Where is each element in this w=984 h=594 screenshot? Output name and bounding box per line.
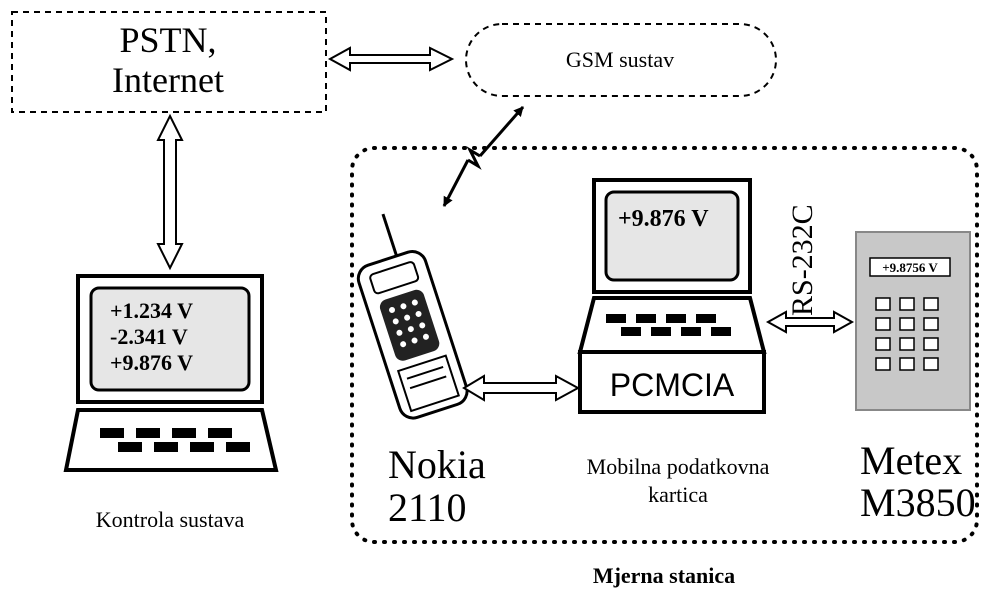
control-reading-3: +9.876 V [110,350,193,375]
nokia-phone [356,213,469,420]
control-reading-1: +1.234 V [110,298,193,323]
wireless-zigzag [466,146,482,170]
control-keyboard-keys [100,428,250,452]
card-label-line1: Mobilna podatkovna [587,454,770,479]
laptop-metex-arrow [765,310,855,334]
wireless-link-upper [478,106,525,157]
phone-antenna [381,213,398,257]
nokia-pcmcia-arrow [462,374,581,402]
card-label-line2: kartica [648,482,708,507]
pstn-gsm-arrow [327,46,455,72]
metex-reading: +9.8756 V [882,260,938,275]
metex-display [869,257,951,277]
wireless-link-lower [442,159,470,207]
control-laptop-screen [89,286,251,392]
pstn-internet-box [11,11,327,113]
control-laptop-keyboard [63,408,279,472]
mobile-laptop-keyboard [577,296,767,354]
nokia-label-line2: 2110 [388,485,467,530]
measurement-station-label: Mjerna stanica [593,563,735,588]
measurement-station-boundary [350,146,979,544]
control-reading-2: -2.341 V [110,324,188,349]
mobile-reading: +9.876 V [618,206,709,232]
metex-label-line1: Metex [860,438,962,483]
pcmcia-card [578,350,766,414]
phone-earpiece [369,261,420,295]
mobile-keyboard-keys [606,314,731,336]
mobile-laptop: +9.876 V PCMCIA [577,178,767,414]
nokia-label-line1: Nokia [388,442,486,487]
mobile-laptop-screen [604,190,740,282]
gsm-label: GSM sustav [566,47,674,72]
rs232-label: RS-232C [786,204,819,316]
pstn-label: PSTN, [119,20,216,60]
phone-keypad [379,289,440,361]
metex-label-line2: M3850 [860,480,976,525]
internet-label: Internet [112,60,224,100]
pstn-control-arrow [156,113,184,271]
control-caption: Kontrola sustava [96,507,245,532]
metex-buttons [875,297,939,371]
pcmcia-label: PCMCIA [610,367,735,403]
control-laptop: +1.234 V -2.341 V +9.876 V [63,274,279,472]
metex-multimeter: +9.8756 V [855,231,971,411]
